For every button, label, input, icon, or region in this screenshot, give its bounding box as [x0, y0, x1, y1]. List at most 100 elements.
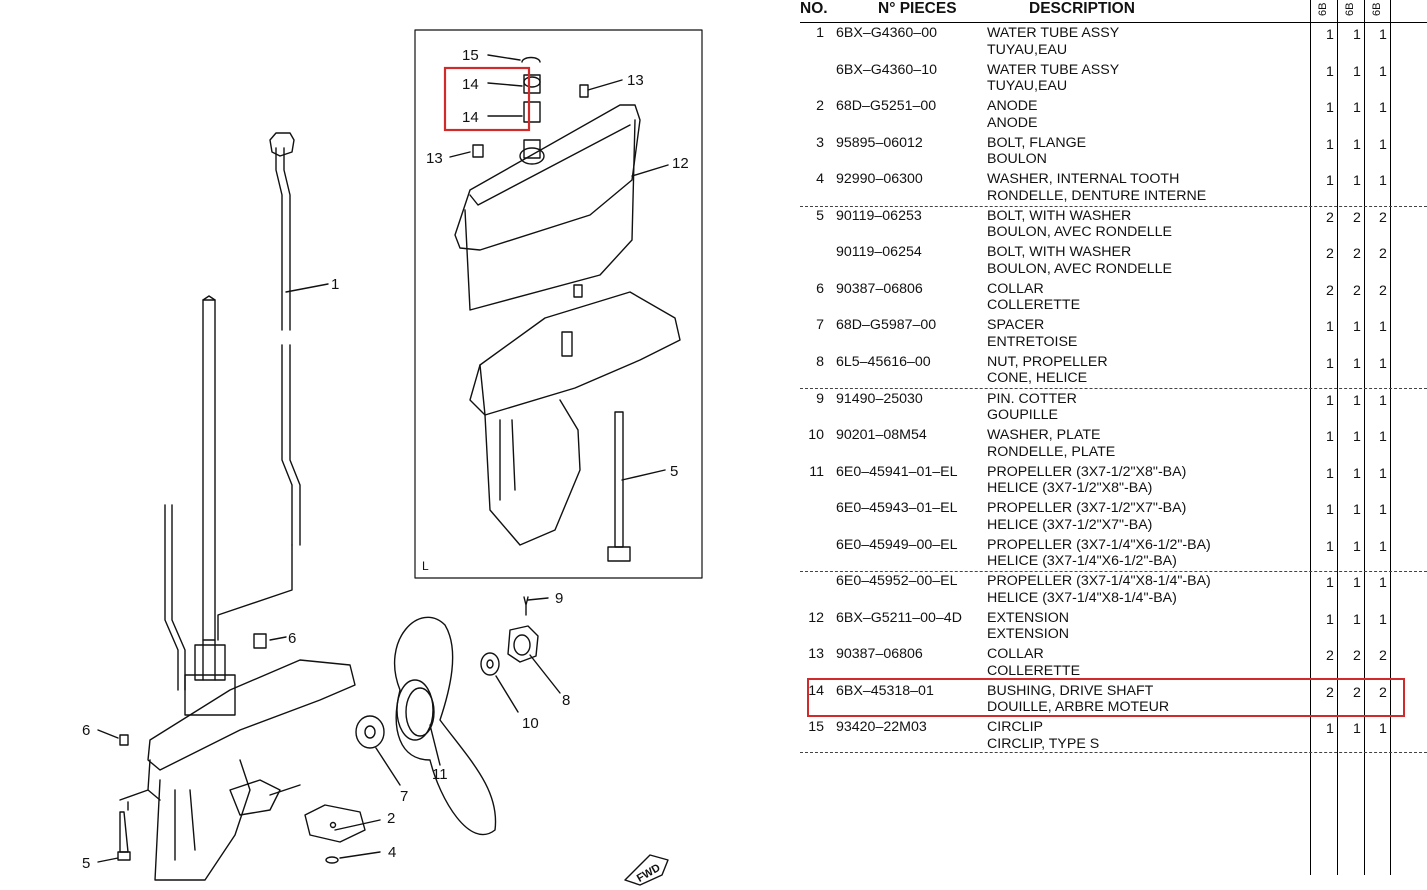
quantity: 1	[1326, 502, 1334, 519]
callout-9: 9	[555, 590, 563, 607]
quantity: 2	[1379, 282, 1387, 299]
description-en: PIN. COTTER	[987, 390, 1077, 407]
part-number: 90119–06254	[836, 244, 922, 261]
callout-5: 5	[82, 855, 90, 872]
part-number: 90119–06253	[836, 207, 922, 224]
quantity: 1	[1379, 63, 1387, 80]
part-number: 90387–06806	[836, 280, 923, 297]
description-en: WASHER, INTERNAL TOOTH	[987, 171, 1180, 188]
description-fr: HELICE (3X7-1/2"X7"-BA)	[987, 516, 1153, 533]
group-separator	[800, 571, 1427, 572]
description-en: CIRCLIP	[987, 719, 1043, 736]
column-divider	[1310, 0, 1311, 875]
callout-14-highlight	[443, 66, 531, 132]
quantity: 2	[1353, 246, 1361, 263]
header-rule	[800, 22, 1427, 23]
callout-6b: 6	[82, 722, 90, 739]
quantity: 1	[1353, 136, 1361, 153]
header-no: NO.	[800, 0, 828, 17]
quantity: 1	[1353, 575, 1361, 592]
callout-6: 6	[288, 630, 296, 647]
group-separator	[800, 206, 1427, 207]
description-fr: BOULON, AVEC RONDELLE	[987, 260, 1173, 277]
row-number: 14	[808, 682, 824, 699]
quantity: 1	[1379, 502, 1387, 519]
propeller-drawing	[394, 616, 497, 836]
description-fr: CONE, HELICE	[987, 370, 1088, 387]
quantity: 1	[1379, 100, 1387, 117]
callout-14: 14	[462, 76, 479, 93]
quantity: 1	[1326, 465, 1334, 482]
description-fr: DOUILLE, ARBRE MOTEUR	[987, 699, 1170, 716]
quantity: 2	[1326, 648, 1334, 665]
extension-drawing	[454, 56, 641, 311]
quantity: 1	[1353, 502, 1361, 519]
part-number: 92990–06300	[836, 171, 923, 188]
quantity: 1	[1326, 27, 1334, 43]
callout-2: 2	[387, 810, 395, 827]
callout-15: 15	[462, 47, 479, 64]
quantity: 1	[1353, 429, 1361, 446]
description-en: BOLT, WITH WASHER	[987, 244, 1132, 261]
callout-13: 13	[627, 72, 644, 89]
quantity: 1	[1326, 721, 1334, 738]
callout-14b: 14	[462, 109, 479, 126]
part-number: 95895–06012	[836, 134, 923, 151]
description-en: WASHER, PLATE	[987, 427, 1101, 444]
callout-5-inset: 5	[670, 463, 678, 480]
part-number: 90387–06806	[836, 646, 923, 663]
quantity: 1	[1326, 319, 1334, 336]
row-number: 6	[816, 280, 824, 297]
column-divider	[1364, 0, 1365, 875]
quantity: 1	[1326, 63, 1334, 80]
part-number: 6L5–45616–00	[836, 353, 931, 370]
quantity: 2	[1379, 648, 1387, 665]
description-fr: COLLERETTE	[987, 662, 1081, 679]
quantity: 1	[1379, 721, 1387, 738]
inset-casing-drawing	[469, 284, 681, 562]
description-fr: HELICE (3X7-1/2"X8"-BA)	[987, 480, 1153, 497]
header-description: DESCRIPTION	[1029, 0, 1135, 17]
description: PROPELLER (3X7-1/2"X8"-BA)HELICE (3X7-1/…	[987, 464, 1186, 497]
part-number: 6BX–G5211–00–4D	[836, 609, 962, 626]
quantity: 1	[1326, 136, 1334, 153]
quantity: 1	[1379, 355, 1387, 372]
quantity: 1	[1326, 611, 1334, 628]
row-number: 8	[816, 353, 824, 370]
part-number: 6BX–45318–01	[836, 682, 934, 699]
quantity: 1	[1326, 575, 1334, 592]
description-en: BOLT, WITH WASHER	[987, 207, 1132, 224]
quantity: 1	[1379, 575, 1387, 592]
row-number: 3	[816, 134, 824, 151]
quantity: 2	[1326, 209, 1334, 226]
description-fr: CIRCLIP, TYPE S	[987, 735, 1100, 752]
part-number: 90201–08M54	[836, 427, 927, 444]
quantity: 1	[1353, 538, 1361, 555]
quantity: 2	[1353, 684, 1361, 701]
description-en: PROPELLER (3X7-1/2"X7"-BA)	[987, 500, 1187, 517]
description-en: PROPELLER (3X7-1/4"X6-1/2"-BA)	[987, 536, 1211, 553]
callout-labels: 1 2 4 5 5 6 6 7 8 9 10 11 12 13 13 14 14…	[82, 47, 689, 885]
model-header: 6B	[1344, 2, 1356, 16]
row-14-highlight	[807, 678, 1405, 717]
row-number: 9	[816, 390, 824, 407]
part-number: 91490–25030	[836, 390, 923, 407]
description-en: WATER TUBE ASSY	[987, 25, 1120, 41]
description-en: EXTENSION	[987, 609, 1069, 626]
quantity: 2	[1379, 684, 1387, 701]
quantity: 1	[1379, 429, 1387, 446]
group-separator	[800, 388, 1427, 389]
